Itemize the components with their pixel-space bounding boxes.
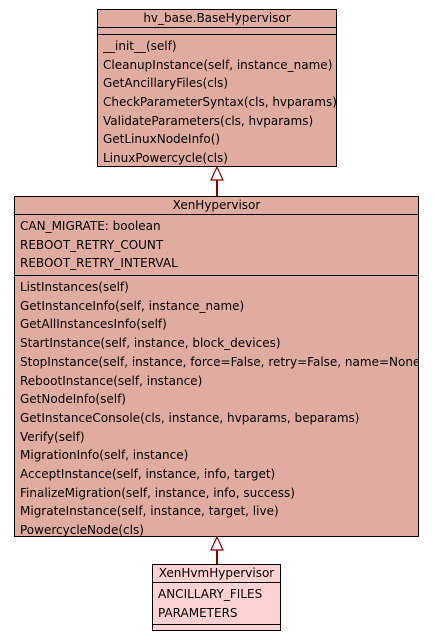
methods-section: __init__(self) CleanupInstance(self, ins…	[98, 35, 336, 170]
method: ValidateParameters(cls, hvparams)	[103, 113, 314, 128]
method: Verify(self)	[20, 429, 85, 444]
method: LinuxPowercycle(cls)	[103, 151, 228, 166]
attribute: REBOOT_RETRY_COUNT	[20, 237, 164, 252]
method: GetNodeInfo(self)	[20, 392, 126, 407]
method: AcceptInstance(self, instance, info, tar…	[20, 466, 276, 481]
attribute: REBOOT_RETRY_INTERVAL	[20, 256, 178, 271]
method: CheckParameterSyntax(cls, hvparams)	[103, 95, 336, 110]
inheritance-arrow-xenhvm-to-xen	[210, 535, 224, 564]
method: PowercycleNode(cls)	[20, 523, 144, 537]
class-name: XenHypervisor	[15, 197, 418, 215]
method: GetInstanceConsole(cls, instance, hvpara…	[20, 410, 360, 425]
method: MigrationInfo(self, instance)	[20, 448, 189, 463]
class-base-hypervisor: hv_base.BaseHypervisor __init__(self) Cl…	[97, 9, 337, 167]
class-xenhvm-hypervisor: XenHvmHypervisor ANCILLARY_FILES PARAMET…	[152, 564, 281, 631]
method: FinalizeMigration(self, instance, info, …	[20, 485, 295, 500]
method: CleanupInstance(self, instance_name)	[103, 57, 333, 72]
class-xen-hypervisor: XenHypervisor CAN_MIGRATE: boolean REBOO…	[14, 196, 419, 537]
method: MigrateInstance(self, instance, target, …	[20, 504, 279, 519]
method: RebootInstance(self, instance)	[20, 373, 203, 388]
method: StartInstance(self, instance, block_devi…	[20, 336, 281, 351]
attributes-section: CAN_MIGRATE: boolean REBOOT_RETRY_COUNT …	[15, 215, 418, 277]
inheritance-arrow-xen-to-base	[210, 165, 224, 196]
attributes-section	[98, 28, 336, 35]
attribute: ANCILLARY_FILES	[158, 587, 263, 601]
method: StopInstance(self, instance, force=False…	[20, 354, 418, 369]
method: GetLinuxNodeInfo()	[103, 132, 221, 147]
method: __init__(self)	[103, 39, 177, 53]
method: GetInstanceInfo(self, instance_name)	[20, 298, 245, 313]
attributes-section: ANCILLARY_FILES PARAMETERS	[153, 583, 280, 626]
attribute: PARAMETERS	[158, 605, 238, 620]
class-name: hv_base.BaseHypervisor	[98, 10, 336, 28]
method: ListInstances(self)	[20, 280, 129, 295]
attribute: CAN_MIGRATE: boolean	[20, 219, 161, 233]
class-name: XenHvmHypervisor	[153, 565, 280, 583]
method: GetAllInstancesInfo(self)	[20, 317, 167, 332]
method: GetAncillaryFiles(cls)	[103, 76, 229, 91]
methods-section: ListInstances(self) GetInstanceInfo(self…	[15, 276, 418, 542]
